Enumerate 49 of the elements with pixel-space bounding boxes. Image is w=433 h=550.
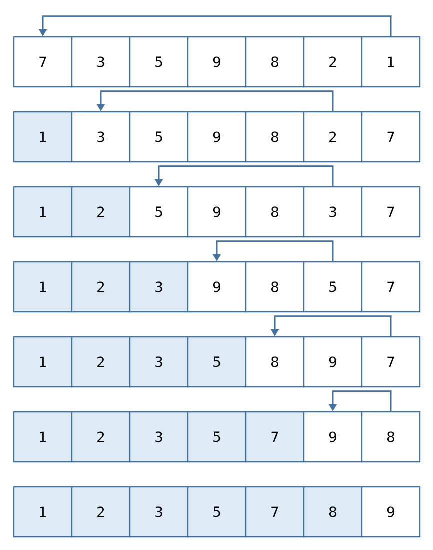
array-cell: 3 [129, 486, 189, 538]
array-cell: 9 [361, 486, 421, 538]
array-cell: 8 [245, 36, 305, 88]
array-cell: 9 [187, 186, 247, 238]
array-cell: 2 [303, 36, 363, 88]
array-cell: 3 [129, 411, 189, 463]
array-cell: 3 [71, 36, 131, 88]
array-cell: 1 [13, 261, 73, 313]
array-cell: 7 [245, 411, 305, 463]
array-cell: 1 [13, 111, 73, 163]
array-cell: 9 [303, 411, 363, 463]
array-cell: 7 [361, 336, 421, 388]
array-cell: 3 [71, 111, 131, 163]
array-cell: 1 [13, 186, 73, 238]
array-cell: 7 [361, 111, 421, 163]
array-cell: 2 [71, 411, 131, 463]
array-cell: 2 [303, 111, 363, 163]
array-cell: 1 [361, 36, 421, 88]
array-cell: 1 [13, 486, 73, 538]
array-cell: 8 [245, 111, 305, 163]
array-cell: 5 [129, 186, 189, 238]
array-cell: 3 [129, 261, 189, 313]
array-cell: 8 [303, 486, 363, 538]
array-cell: 7 [361, 186, 421, 238]
array-cell: 9 [187, 36, 247, 88]
array-cell: 5 [187, 486, 247, 538]
array-cell: 1 [13, 411, 73, 463]
array-cell: 7 [245, 486, 305, 538]
array-cell: 9 [187, 111, 247, 163]
array-cell: 9 [187, 261, 247, 313]
array-cell: 2 [71, 336, 131, 388]
array-cell: 5 [187, 411, 247, 463]
array-cell: 5 [129, 36, 189, 88]
array-cell: 3 [303, 186, 363, 238]
array-cell: 5 [303, 261, 363, 313]
array-cell: 2 [71, 261, 131, 313]
array-cell: 9 [303, 336, 363, 388]
array-cell: 5 [129, 111, 189, 163]
array-cell: 1 [13, 336, 73, 388]
array-cell: 7 [13, 36, 73, 88]
array-cell: 8 [245, 336, 305, 388]
array-cell: 5 [187, 336, 247, 388]
array-cell: 8 [245, 261, 305, 313]
array-cell: 2 [71, 486, 131, 538]
array-cell: 3 [129, 336, 189, 388]
array-cell: 8 [245, 186, 305, 238]
array-cell: 2 [71, 186, 131, 238]
array-cell: 8 [361, 411, 421, 463]
array-cell: 7 [361, 261, 421, 313]
